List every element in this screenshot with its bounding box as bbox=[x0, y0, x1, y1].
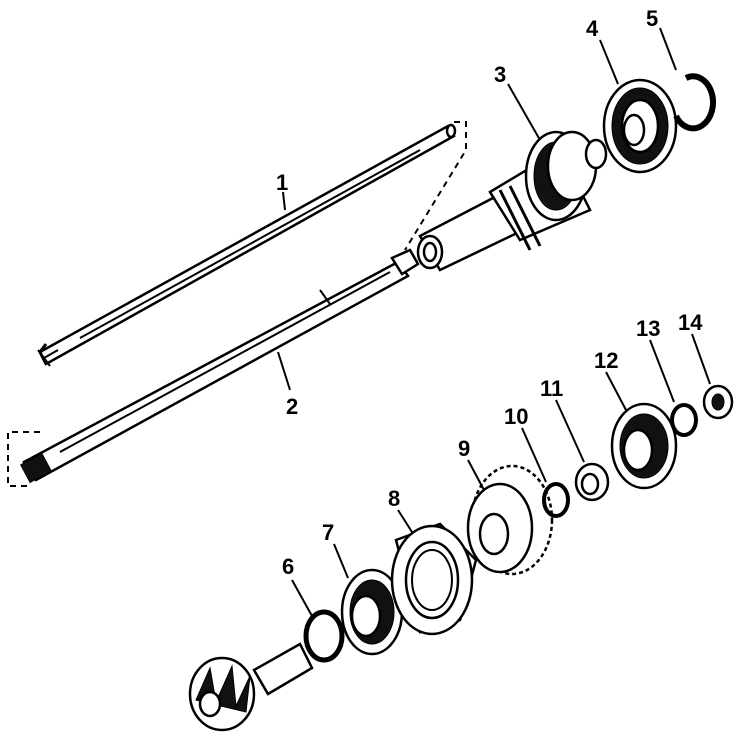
part-10-snap-ring bbox=[542, 482, 570, 518]
callout-13: 13 bbox=[636, 316, 660, 341]
callout-8: 8 bbox=[388, 486, 400, 511]
part-1-upper-shaft bbox=[37, 123, 457, 367]
part-7-bearing bbox=[340, 568, 404, 656]
part-6-washer bbox=[303, 609, 345, 663]
part-13-washer bbox=[670, 403, 698, 437]
callout-7: 7 bbox=[322, 520, 334, 545]
dashed-bracket bbox=[7, 121, 467, 487]
part-2-lower-shaft bbox=[20, 248, 420, 484]
part-5-snap-ring bbox=[673, 73, 717, 132]
part-8-ring bbox=[390, 522, 478, 636]
part-9-gear bbox=[466, 464, 554, 576]
part-12-bearing bbox=[610, 402, 678, 490]
leader-lines bbox=[277, 27, 711, 617]
callout-5: 5 bbox=[646, 6, 658, 31]
part-3-gear-shaft bbox=[416, 130, 608, 272]
callout-4: 4 bbox=[586, 16, 599, 41]
part-4-bearing bbox=[602, 78, 678, 174]
part-14-nut bbox=[702, 384, 734, 420]
callout-2: 2 bbox=[286, 394, 298, 419]
part-11-spacer bbox=[574, 462, 610, 502]
callout-9: 9 bbox=[458, 436, 470, 461]
callout-6: 6 bbox=[282, 554, 294, 579]
callout-11: 11 bbox=[540, 376, 563, 401]
callout-10: 10 bbox=[504, 404, 528, 429]
callout-3: 3 bbox=[494, 62, 506, 87]
callout-14: 14 bbox=[678, 310, 703, 335]
pinion-gear bbox=[188, 642, 314, 732]
callout-1: 1 bbox=[276, 170, 288, 195]
callouts: 1 2 3 4 5 6 7 8 9 10 11 12 13 14 bbox=[276, 6, 703, 579]
callout-12: 12 bbox=[594, 348, 618, 373]
